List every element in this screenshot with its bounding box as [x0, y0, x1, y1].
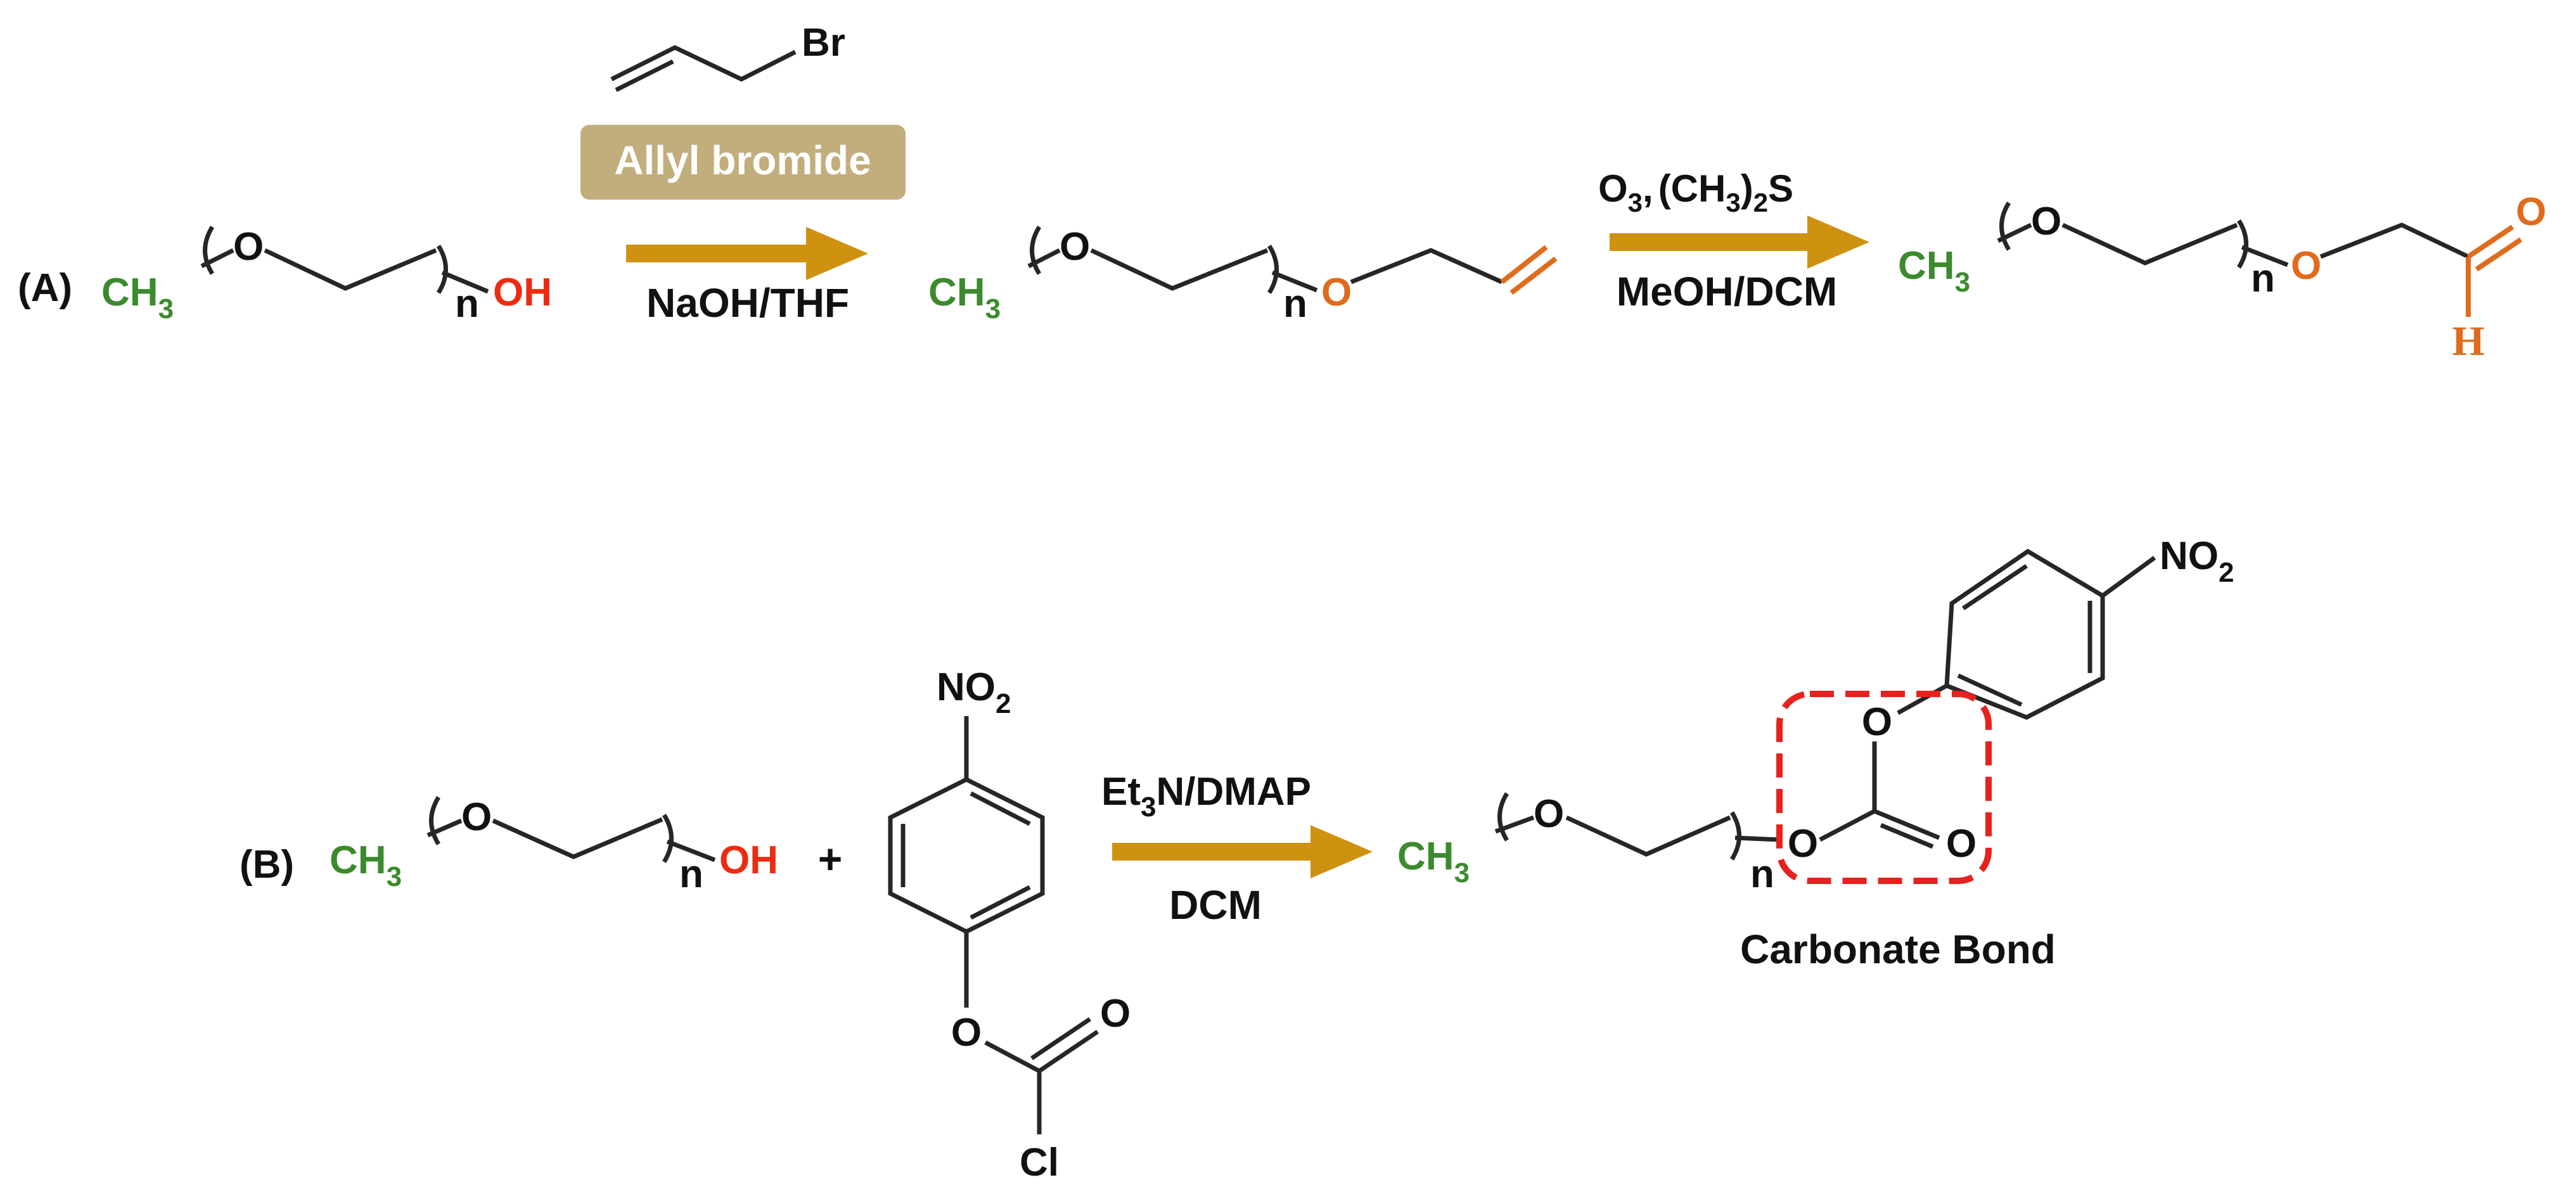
- ether-oxygen-orange: O: [1321, 271, 1352, 314]
- conditions-2-line-2: MeOH/DCM: [1617, 269, 1837, 314]
- scheme-b-label: (B): [240, 843, 294, 887]
- ether-oxygen: O: [1060, 225, 1090, 269]
- repeat-bracket-open: [1030, 226, 1042, 275]
- ether-oxygen: O: [461, 795, 492, 839]
- peg-backbone: [426, 817, 663, 859]
- peg-backbone: [1494, 815, 1731, 857]
- oxygen-to-carbonyl-carbon: [1819, 809, 1876, 842]
- bond-to-terminal: [666, 839, 716, 862]
- aryl-oxygen-to-ring: [1897, 683, 1948, 715]
- bond-to-ether-oxygen: [1271, 270, 1318, 293]
- reactant-mpeg-oh: CH3 O n OH: [330, 795, 778, 896]
- repeat-bracket-close: [662, 814, 674, 863]
- nitro-group: NO2: [2160, 534, 2234, 588]
- benzene-ring: [1944, 548, 2105, 720]
- methylene-bond: [2319, 222, 2470, 259]
- carbonate-highlight-box: [1776, 691, 1992, 884]
- carbonate-bond-label: Carbonate Bond: [1740, 926, 2056, 972]
- peg-backbone: [1997, 222, 2238, 266]
- reaction-arrow-2: [1610, 215, 1869, 269]
- repeat-count: n: [1283, 282, 1307, 326]
- allyl-bromide-structure: Br: [610, 21, 845, 93]
- benzene-inner-bonds: [1957, 564, 2092, 707]
- ester-oxygen: O: [951, 1011, 982, 1055]
- methyl-group: CH3: [330, 838, 402, 892]
- methyl-group: CH3: [1898, 244, 1970, 298]
- methyl-group: CH3: [101, 271, 174, 324]
- chlorine-atom: Cl: [1020, 1141, 1059, 1184]
- carbonyl-oxygen: O: [2516, 190, 2546, 234]
- repeat-count: n: [2251, 257, 2275, 300]
- repeat-bracket-open: [1497, 792, 1509, 842]
- plus-sign: +: [818, 835, 843, 882]
- reaction-arrow-1: [626, 227, 868, 280]
- nitro-group: NO2: [937, 665, 1011, 719]
- allyl-chain: [610, 45, 797, 82]
- conditions-b-line-1: Et3N/DMAP: [1101, 770, 1311, 823]
- conditions-2-line-1: O3,(CH3)2S: [1598, 167, 1793, 217]
- terminal-alkene: [1500, 245, 1558, 295]
- benzene-ring: [888, 777, 1045, 934]
- oxygen-to-carbon-bond: [984, 1040, 1041, 1074]
- methyl-group: CH3: [1397, 835, 1470, 888]
- peg-backbone: [200, 248, 437, 291]
- nitrophenyl-chloroformate: NO2 O O Cl: [888, 665, 1131, 1184]
- terminal-hydroxyl: OH: [493, 271, 552, 314]
- bromine-atom: Br: [802, 21, 845, 65]
- reaction-arrow-3: [1112, 825, 1373, 878]
- ring-to-nitro-bond: [2101, 556, 2156, 598]
- bond-to-terminal: [441, 270, 489, 294]
- bond-to-ether-oxygen: [2241, 245, 2289, 267]
- link-oxygen: O: [1788, 822, 1818, 866]
- ether-oxygen: O: [233, 225, 264, 269]
- terminal-hydroxyl: OH: [719, 838, 778, 882]
- carbonyl-oxygen: O: [1946, 822, 1977, 866]
- peg-backbone: [1027, 248, 1269, 291]
- carbonyl-double-bond: [1030, 1017, 1099, 1073]
- methyl-group: CH3: [928, 271, 1001, 324]
- repeat-bracket-open: [429, 796, 441, 845]
- product-peg-aldehyde: CH3 O n O O H: [1898, 190, 2546, 364]
- aldehyde-hydrogen: H: [2452, 318, 2484, 364]
- repeat-bracket-close: [436, 245, 448, 294]
- repeat-count: n: [455, 282, 479, 326]
- repeat-count: n: [1750, 852, 1774, 896]
- product-peg-carbonate: CH3 O n O O O NO2: [1397, 534, 2234, 896]
- reactant-mpeg-oh: CH3 O n OH: [101, 225, 552, 326]
- aryl-oxygen: O: [1862, 700, 1892, 744]
- ether-oxygen-orange: O: [2291, 244, 2321, 288]
- benzene-inner-bonds: [900, 791, 1031, 920]
- ether-oxygen: O: [1534, 792, 1564, 836]
- bond-to-link-oxygen: [1734, 835, 1780, 842]
- carbonyl-oxygen: O: [1100, 992, 1131, 1036]
- carbonyl-double-bond: [2466, 224, 2523, 272]
- repeat-bracket-open: [203, 226, 215, 275]
- repeat-bracket-open: [1999, 202, 2011, 251]
- ether-oxygen: O: [2031, 200, 2061, 243]
- scheme-a-label: (A): [18, 266, 72, 310]
- conditions-1: NaOH/THF: [646, 280, 849, 326]
- carbonyl-double-bond: [1873, 809, 1940, 849]
- reagent-name: Allyl bromide: [614, 138, 871, 183]
- reagent-name-box: [580, 125, 906, 200]
- allyl-chain: [1350, 248, 1503, 285]
- intermediate-allyl-ether: CH3 O n O: [928, 225, 1558, 326]
- allyl-double-bond: [615, 59, 674, 93]
- conditions-b-line-2: DCM: [1169, 882, 1262, 928]
- repeat-bracket-close: [1267, 245, 1279, 294]
- repeat-count: n: [679, 852, 703, 896]
- repeat-bracket-close: [2236, 219, 2248, 269]
